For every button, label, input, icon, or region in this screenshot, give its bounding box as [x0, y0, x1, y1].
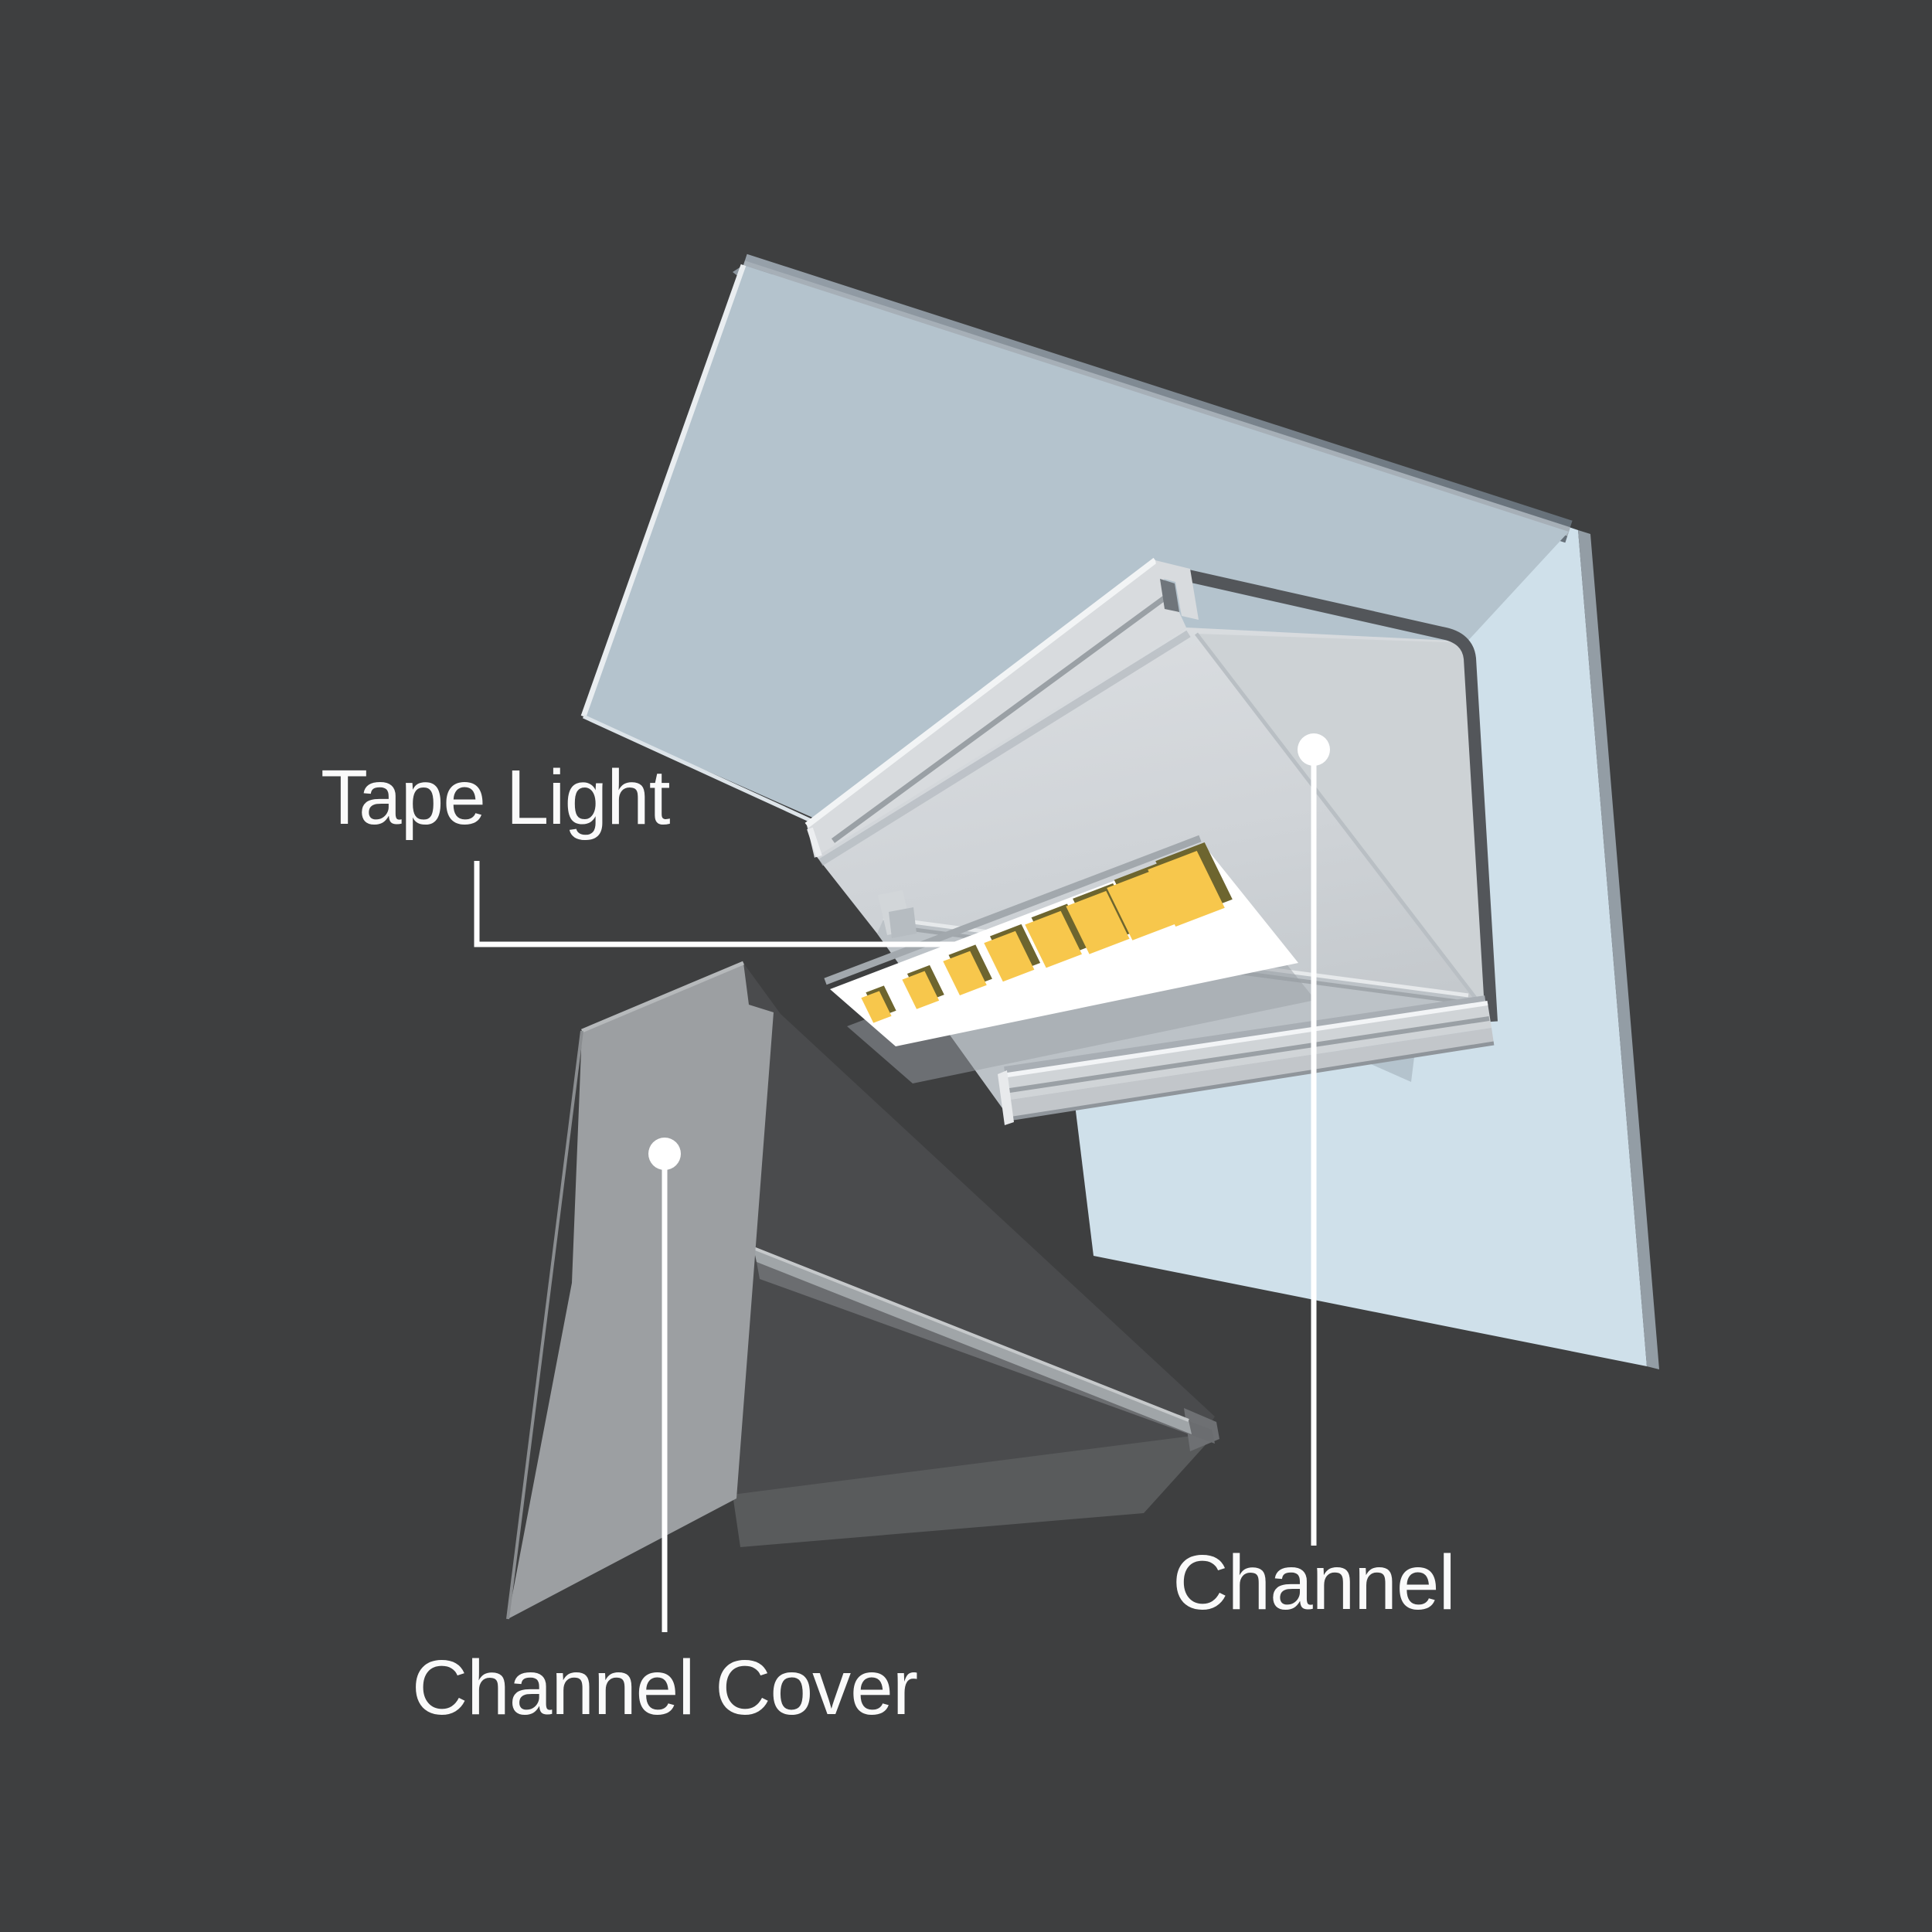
led-chip [943, 951, 987, 995]
flange-hook [1155, 560, 1199, 620]
led-chip [1025, 910, 1082, 968]
rail-shadow-above [1004, 995, 1486, 1076]
led-chip [902, 971, 940, 1009]
strip-back-edge [824, 835, 1202, 985]
leader-tape-light [474, 861, 956, 947]
tape-light-strip [824, 835, 1315, 1083]
led-chip [984, 930, 1035, 982]
rail-top-highlight [1002, 1001, 1488, 1078]
label-channel-cover: Channel Cover [412, 1645, 917, 1731]
led-chip [861, 991, 892, 1023]
label-tape-light: Tape Light [321, 754, 671, 841]
ceiling-highlight-upper-left-edge [580, 264, 747, 718]
flange-left-end-face [807, 827, 822, 858]
leader-dot-channel-cover [648, 1138, 681, 1170]
flange-shadow-on-body [818, 630, 1191, 866]
leader-dot-channel [1298, 733, 1330, 766]
rail-groove [1004, 1016, 1490, 1094]
cover-floor [733, 1433, 1216, 1547]
cover-rail-highlight [753, 1247, 1189, 1422]
channel-end-outline [1149, 561, 1498, 1022]
cover-left-edge-shade [506, 1030, 583, 1620]
leader-channel [1298, 733, 1330, 1546]
cover-interior [736, 963, 1215, 1498]
cover-far-lip-shade [757, 1262, 1215, 1444]
flange-top-highlight [804, 557, 1158, 828]
wall-edge-thickness [1578, 530, 1659, 1369]
led-chip [1066, 890, 1130, 954]
flange-hook-gap [1160, 579, 1179, 612]
bottom-rail [1002, 1003, 1492, 1100]
channel-cover-piece [506, 961, 1219, 1620]
led-array [861, 842, 1233, 1023]
bottom-rail-lower-band [1006, 1028, 1494, 1119]
cover-top-edge-highlight [581, 961, 744, 1033]
rail-bottom-edge [1008, 1041, 1495, 1121]
channel-lip-end-step-shade [889, 907, 917, 938]
cover-near-face [508, 963, 774, 1619]
channel-end-cap-edge [1195, 632, 1492, 1019]
label-channel: Channel [1172, 1539, 1455, 1626]
led-chip [1148, 851, 1225, 927]
channel-top-flange [807, 560, 1186, 858]
flange-groove [831, 593, 1171, 843]
leader-channel-cover [648, 1138, 681, 1632]
cover-far-lip-rail [753, 1248, 1192, 1434]
rail-left-end-step [998, 1070, 1014, 1125]
